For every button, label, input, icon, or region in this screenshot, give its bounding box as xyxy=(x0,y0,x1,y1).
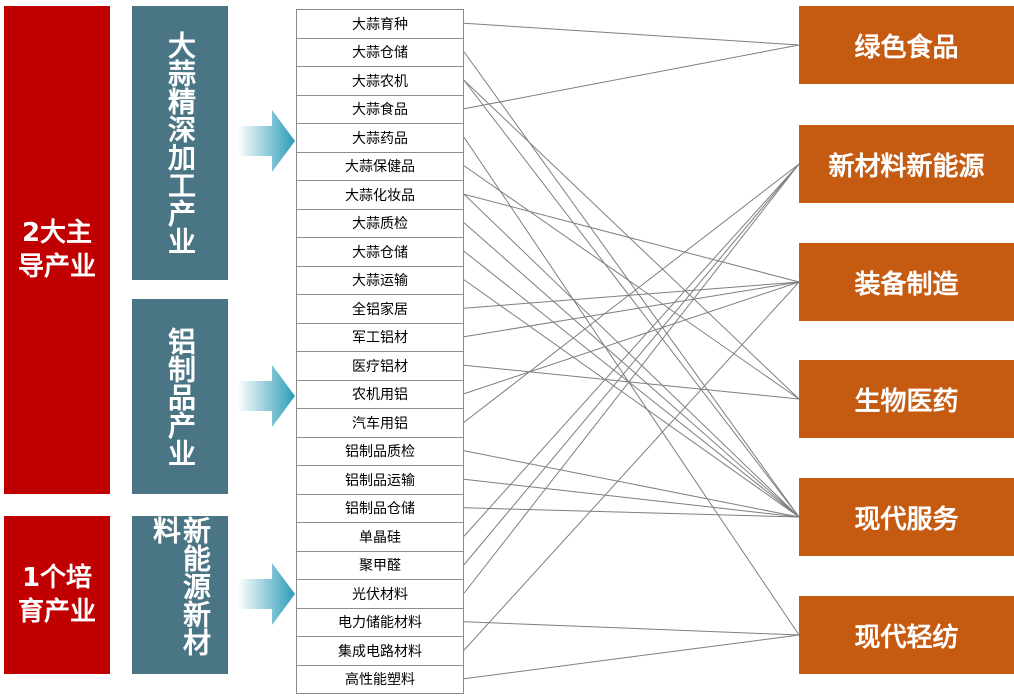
list-item: 大蒜农机 xyxy=(296,67,464,96)
list-item: 大蒜保健品 xyxy=(296,152,464,181)
list-item: 聚甲醛 xyxy=(296,551,464,580)
list-item: 电力储能材料 xyxy=(296,608,464,637)
connection-line xyxy=(463,163,800,566)
sector-garlic-label: 大蒜精深加工产业 xyxy=(164,31,197,255)
list-item: 铝制品质检 xyxy=(296,437,464,466)
connection-line xyxy=(463,163,800,537)
list-item: 铝制品仓储 xyxy=(296,494,464,523)
connection-line xyxy=(463,281,800,651)
connection-line xyxy=(463,279,800,518)
connection-line xyxy=(463,193,800,518)
connection-line xyxy=(463,281,800,338)
list-item: 单晶硅 xyxy=(296,523,464,552)
connection-line xyxy=(463,163,800,423)
connection-line xyxy=(463,193,800,283)
category-modern-services: 现代服务 xyxy=(799,478,1014,556)
sector-new-energy: 新能源新材料 xyxy=(132,516,228,674)
sector-aluminum-label: 铝制品产业 xyxy=(164,326,197,467)
connection-line xyxy=(463,51,800,518)
list-item: 大蒜仓储 xyxy=(296,38,464,67)
arrow-right-icon xyxy=(238,365,295,427)
connection-line xyxy=(463,364,800,400)
connection-line xyxy=(463,136,800,636)
cultivated-industry-label: 1个培育产业 xyxy=(17,563,96,627)
connection-line xyxy=(463,165,800,400)
category-biomedicine: 生物医药 xyxy=(799,360,1014,438)
list-item: 汽车用铝 xyxy=(296,409,464,438)
category-new-materials-energy: 新材料新能源 xyxy=(799,125,1014,203)
connection-line xyxy=(463,79,800,518)
connection-line xyxy=(463,450,800,518)
connection-line xyxy=(463,22,800,46)
connection-line xyxy=(463,44,800,110)
main-industries-box: 2大主导产业 xyxy=(4,6,110,494)
connection-line xyxy=(463,250,800,518)
list-item: 集成电路材料 xyxy=(296,637,464,666)
main-industries-label: 2大主导产业 xyxy=(17,218,96,282)
cultivated-industry-box: 1个培育产业 xyxy=(4,516,110,674)
list-item: 大蒜化妆品 xyxy=(296,181,464,210)
connection-line xyxy=(463,79,800,400)
list-item: 全铝家居 xyxy=(296,295,464,324)
list-item: 铝制品运输 xyxy=(296,466,464,495)
connection-line xyxy=(463,478,800,518)
category-green-food: 绿色食品 xyxy=(799,6,1014,84)
sector-new-energy-label: 新能源新材料 xyxy=(149,516,212,656)
connection-line xyxy=(463,163,800,594)
list-item: 医疗铝材 xyxy=(296,352,464,381)
sector-aluminum: 铝制品产业 xyxy=(132,299,228,494)
connection-line xyxy=(463,621,800,636)
connection-line xyxy=(463,507,800,518)
connection-line xyxy=(463,281,800,309)
list-item: 大蒜药品 xyxy=(296,124,464,153)
list-item: 光伏材料 xyxy=(296,580,464,609)
list-item: 大蒜食品 xyxy=(296,95,464,124)
product-list: 大蒜育种 大蒜仓储 大蒜农机 大蒜食品 大蒜药品 大蒜保健品 大蒜化妆品 大蒜质… xyxy=(296,9,464,694)
list-item: 大蒜运输 xyxy=(296,266,464,295)
list-item: 大蒜质检 xyxy=(296,209,464,238)
category-equipment-manufacturing: 装备制造 xyxy=(799,243,1014,321)
list-item: 军工铝材 xyxy=(296,323,464,352)
list-item: 高性能塑料 xyxy=(296,665,464,694)
arrow-right-icon xyxy=(238,110,295,172)
list-item: 大蒜育种 xyxy=(296,9,464,39)
list-item: 农机用铝 xyxy=(296,380,464,409)
arrow-right-icon xyxy=(238,563,295,625)
list-item: 大蒜仓储 xyxy=(296,238,464,267)
connection-line xyxy=(463,634,800,680)
connection-line xyxy=(463,222,800,518)
category-modern-textiles: 现代轻纺 xyxy=(799,596,1014,674)
connection-line xyxy=(463,281,800,395)
sector-garlic: 大蒜精深加工产业 xyxy=(132,6,228,280)
